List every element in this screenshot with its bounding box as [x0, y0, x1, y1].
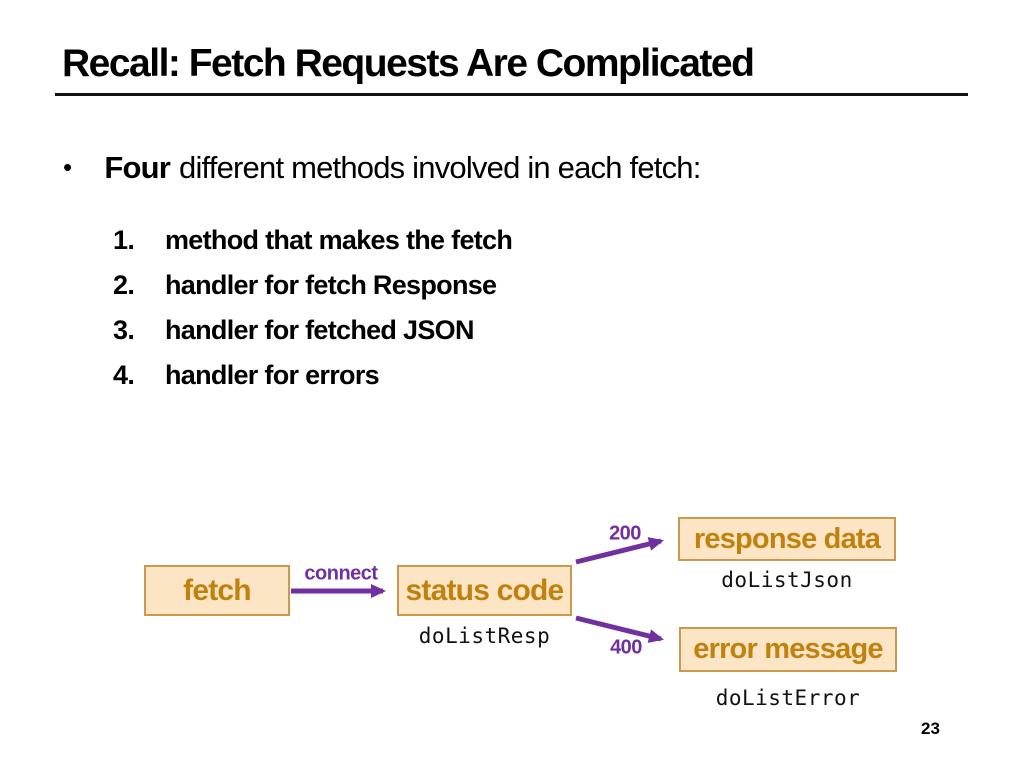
bullet-text: different methods involved in each fetch… [179, 150, 701, 185]
failure-edge-label: 400 [610, 636, 642, 659]
list-item: 4. handler for errors [113, 360, 512, 405]
list-item: 2. handler for fetch Response [113, 270, 512, 315]
response-data-node: response data [678, 517, 896, 561]
status-handler-label: doListResp [418, 624, 551, 648]
bullet-emphasis: Four [104, 150, 170, 185]
error-handler-label: doListError [715, 686, 861, 710]
numbered-list: 1. method that makes the fetch 2. handle… [113, 225, 513, 405]
list-item-number: 4. [113, 360, 135, 390]
bullet-line: • Four different methods involved in eac… [63, 150, 701, 186]
fetch-node: fetch [144, 565, 290, 616]
title-underline [55, 93, 968, 96]
status-code-node: status code [397, 565, 572, 616]
bullet-marker: • [63, 152, 72, 182]
error-message-node: error message [679, 627, 897, 672]
success-edge-label: 200 [609, 522, 641, 545]
list-item: 1. method that makes the fetch [113, 225, 513, 270]
list-item-text: method that makes the fetch [165, 225, 513, 255]
page-title: Recall: Fetch Requests Are Complicated [62, 42, 755, 85]
response-handler-label: doListJson [721, 568, 853, 592]
connect-edge-label: connect [304, 562, 378, 585]
list-item-text: handler for errors [165, 360, 380, 390]
list-item: 3. handler for fetched JSON [113, 315, 512, 360]
list-item-number: 1. [113, 225, 135, 255]
list-item-text: handler for fetched JSON [165, 315, 474, 345]
list-item-number: 3. [113, 315, 135, 345]
list-item-text: handler for fetch Response [165, 270, 497, 300]
list-item-number: 2. [113, 270, 135, 300]
page-number: 23 [921, 719, 940, 738]
